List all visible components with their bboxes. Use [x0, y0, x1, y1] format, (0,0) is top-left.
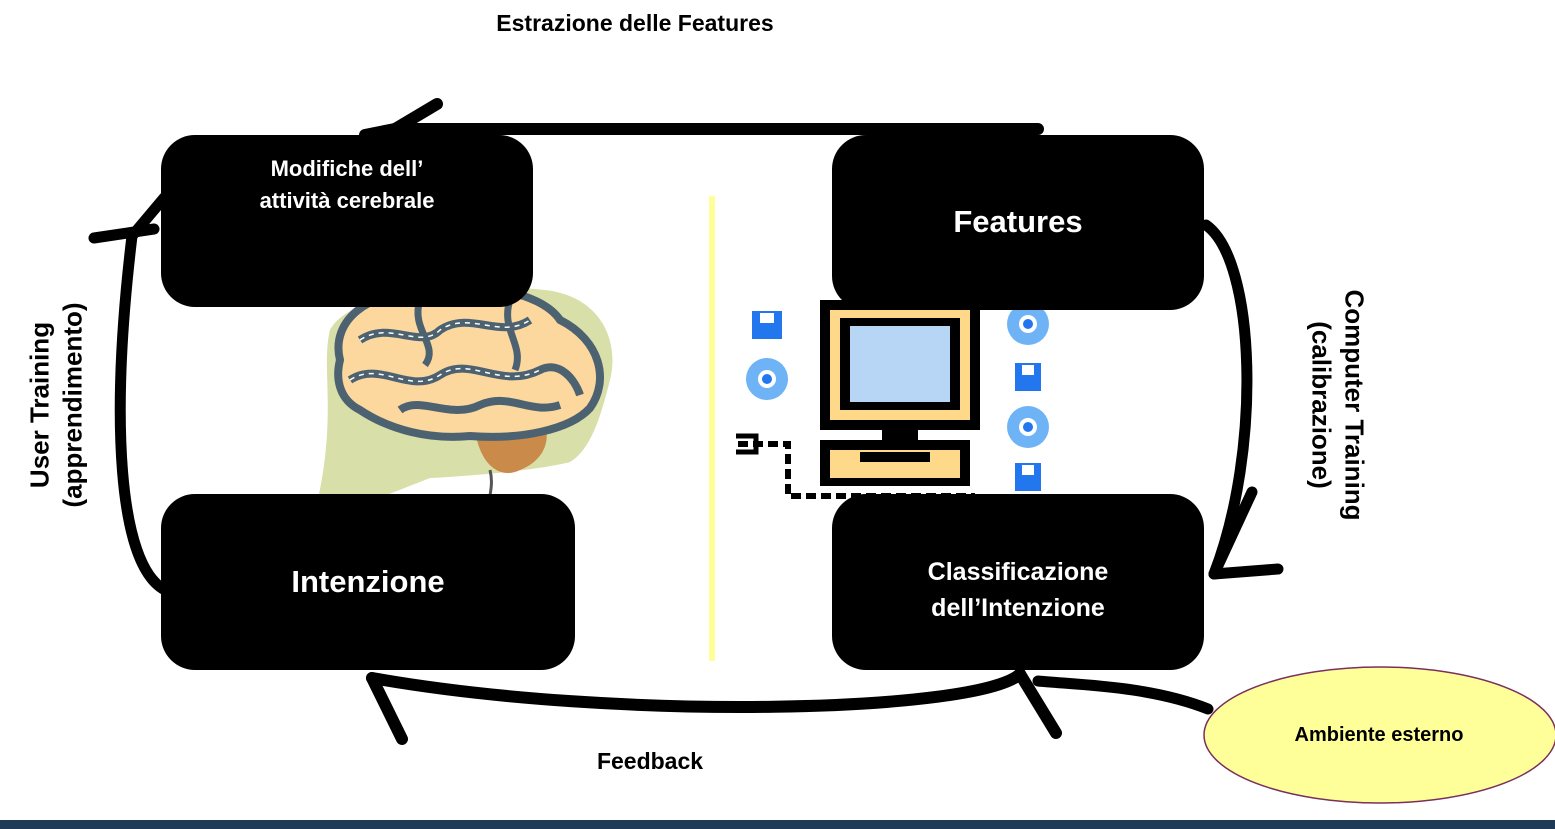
features-box[interactable]: Features	[832, 135, 1204, 310]
external-environment-label: Ambiente esterno	[1294, 723, 1464, 746]
computer-training-line2: (calibrazione)	[1307, 321, 1337, 489]
feedback-label: Feedback	[596, 748, 704, 774]
intention-label: Intenzione	[291, 563, 445, 599]
computer-icon	[736, 300, 980, 499]
computer-training-line1: Computer Training	[1339, 289, 1370, 521]
computer-training-label: Computer Training (calibrazione)	[1306, 289, 1371, 520]
intention-box[interactable]: Intenzione	[161, 494, 575, 670]
features-label: Features	[953, 204, 1083, 240]
user-training-line2: (apprendimento)	[57, 302, 87, 508]
user-training-label: User Training (apprendimento)	[24, 302, 89, 507]
top-arrow	[359, 98, 1044, 141]
compact-disc-icon	[746, 303, 1049, 448]
footer-bar	[0, 820, 1555, 829]
feature-extraction-title: Estrazione delle Features	[496, 10, 774, 36]
feedback-arrow	[366, 668, 1214, 745]
brain-activity-changes-box[interactable]: Modifiche dell’ attività cerebrale	[161, 135, 533, 307]
right-arrow	[1200, 219, 1284, 580]
box-line: Modifiche dell’	[270, 156, 424, 182]
floppy-disk-icon	[752, 311, 1041, 491]
left-arrow	[88, 192, 171, 596]
box-line: Classificazione	[927, 557, 1109, 586]
intention-classification-box[interactable]: Classificazione dell’Intenzione	[832, 494, 1204, 670]
box-line: attività cerebrale	[259, 188, 435, 213]
box-line: dell’Intenzione	[931, 594, 1105, 622]
external-environment-ellipse[interactable]	[1203, 666, 1555, 804]
user-training-line1: User Training	[24, 321, 55, 489]
